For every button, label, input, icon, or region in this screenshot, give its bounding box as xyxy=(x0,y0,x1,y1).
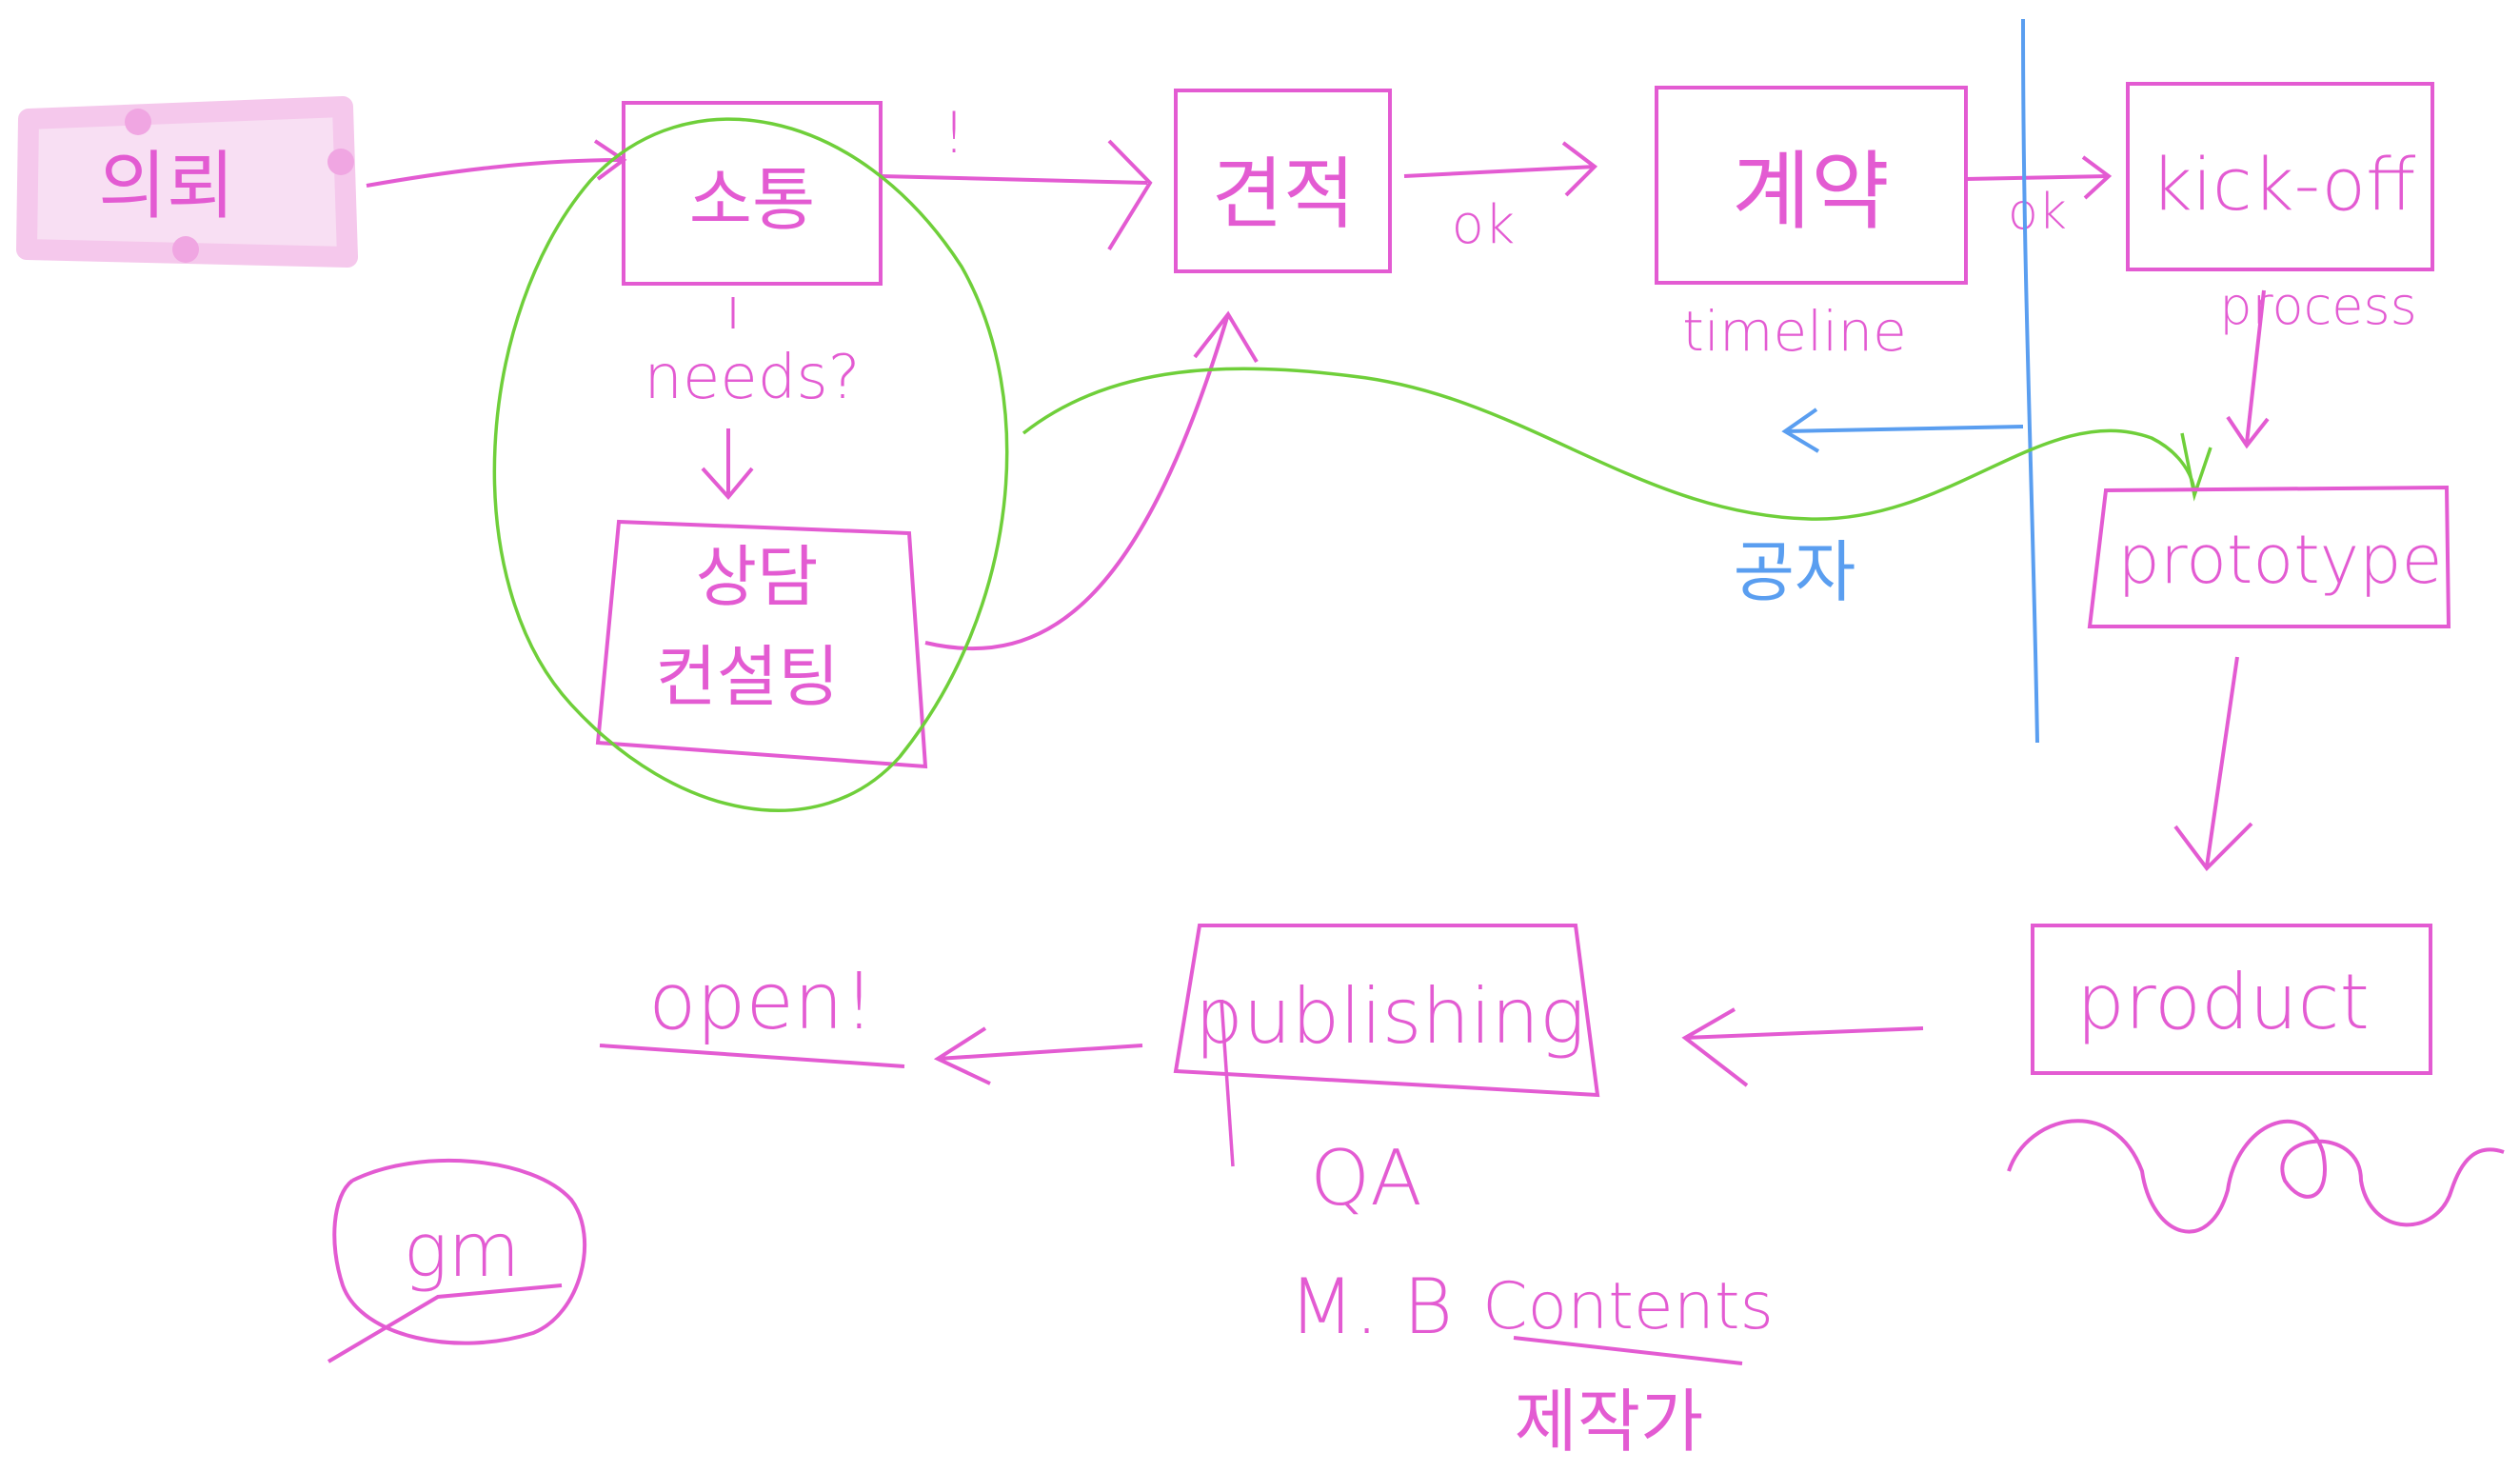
label-mb: M. B xyxy=(1289,1263,1453,1351)
node-prototype-box xyxy=(2087,485,2451,628)
arrow-product-to-publishing xyxy=(1684,1026,1924,1040)
arrow-prototype-to-product xyxy=(2205,656,2239,867)
gm-strike-line xyxy=(327,1283,563,1363)
node-request: 의뢰 xyxy=(98,144,235,229)
node-estimate-box xyxy=(1174,89,1392,273)
green-circle-highlight xyxy=(492,117,1009,812)
node-kickoff-box xyxy=(2126,82,2434,271)
iteration-loop-marks xyxy=(2007,1119,2505,1234)
node-gm: gm xyxy=(404,1208,521,1294)
label-ok-1: ok xyxy=(1452,194,1516,256)
label-needs: needs? xyxy=(644,343,860,413)
label-timeline: timeline xyxy=(1682,299,1907,364)
node-estimate: 견적 xyxy=(1212,149,1356,240)
label-share: 공자 xyxy=(1734,533,1856,611)
arrow-strategy-to-estimate xyxy=(924,313,1230,651)
gm-circle xyxy=(332,1158,586,1345)
node-strategy-line2: 컨설팅 xyxy=(655,638,839,716)
arrow-publishing-to-open xyxy=(937,1044,1143,1061)
open-underline xyxy=(599,1044,905,1068)
node-strategy-line1: 상담 xyxy=(696,538,819,616)
node-publishing: publishing xyxy=(1195,972,1585,1061)
node-kickoff: kick-off xyxy=(2151,142,2416,227)
selection-handle[interactable] xyxy=(125,109,151,135)
label-make: 제작가 xyxy=(1515,1382,1704,1462)
selection-handle[interactable] xyxy=(327,149,354,175)
node-consult-box xyxy=(622,101,883,286)
label-qa: QA xyxy=(1310,1134,1422,1223)
label-ok-2: ok xyxy=(2008,184,2067,241)
arrow-kickoff-to-prototype xyxy=(2245,289,2266,444)
node-strategy-box xyxy=(595,519,928,769)
phase-divider-line xyxy=(2021,18,2039,744)
arrow-request-to-consult xyxy=(366,158,625,188)
label-process: process xyxy=(2219,276,2417,336)
node-contract-box xyxy=(1655,86,1968,285)
label-exclaim: ! xyxy=(943,100,965,167)
node-contract: 계약 xyxy=(1732,142,1890,242)
node-product-box xyxy=(2031,924,2432,1075)
node-prototype: prototype xyxy=(2117,521,2442,599)
node-product: product xyxy=(2076,958,2370,1046)
request-highlight xyxy=(16,96,358,268)
node-publishing-box xyxy=(1173,924,1600,1098)
green-wave-line xyxy=(1022,367,2196,521)
blue-share-arrow xyxy=(1784,425,2024,433)
node-consult: 소통 xyxy=(689,160,815,240)
selection-handle[interactable] xyxy=(172,236,199,263)
contents-underline xyxy=(1513,1336,1743,1365)
arrow-estimate-to-contract xyxy=(1403,165,1596,178)
arrow-consult-to-estimate xyxy=(880,174,1148,185)
label-contents: Contents xyxy=(1482,1269,1774,1344)
arrow-contract-to-kickoff xyxy=(1965,174,2110,181)
node-open: open! xyxy=(648,957,875,1047)
